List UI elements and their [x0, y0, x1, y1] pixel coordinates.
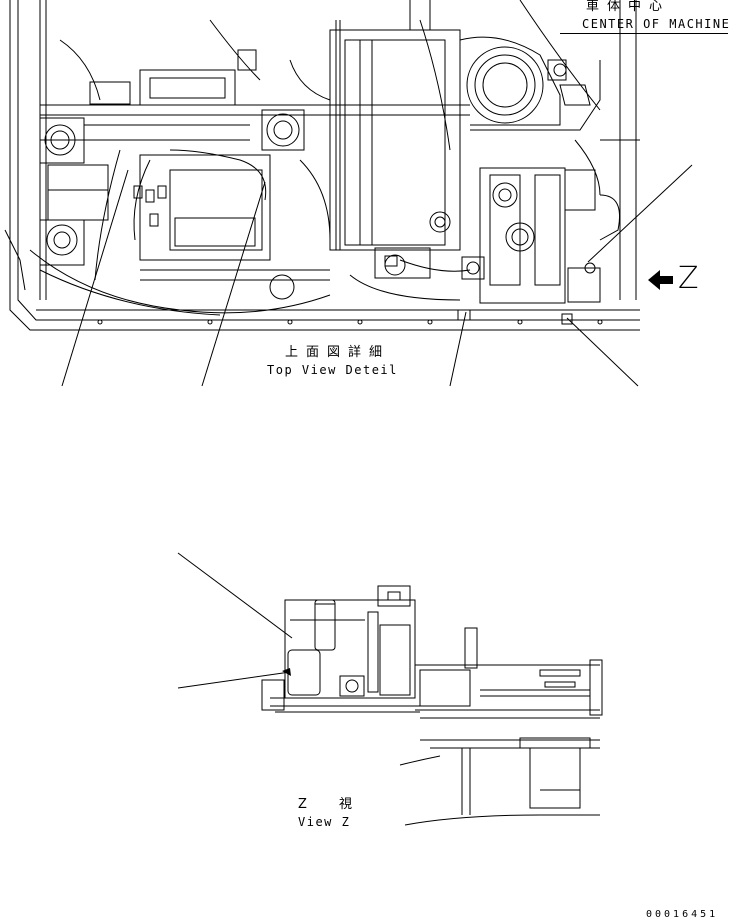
center-of-machine-label: CENTER OF MACHINE	[582, 17, 730, 31]
top-view-title: Top View Deteil	[267, 363, 398, 377]
top-view-drawing	[4, 0, 640, 331]
view-z-drawing	[261, 585, 603, 826]
view-direction-arrow	[648, 270, 673, 290]
view-z-title: View Z	[298, 815, 351, 829]
top-view-title-ja: 上面図詳細	[285, 345, 391, 360]
center-underline	[560, 33, 728, 34]
view-z-leader-lines	[177, 552, 293, 689]
drawing-code: 00016451	[646, 909, 719, 920]
top-view-leader-lines	[61, 164, 693, 387]
view-z-arrow-label: Z	[678, 261, 699, 296]
center-of-machine-ja: 車体中心	[586, 0, 671, 14]
view-z-title-ja: Z 視	[298, 797, 367, 812]
